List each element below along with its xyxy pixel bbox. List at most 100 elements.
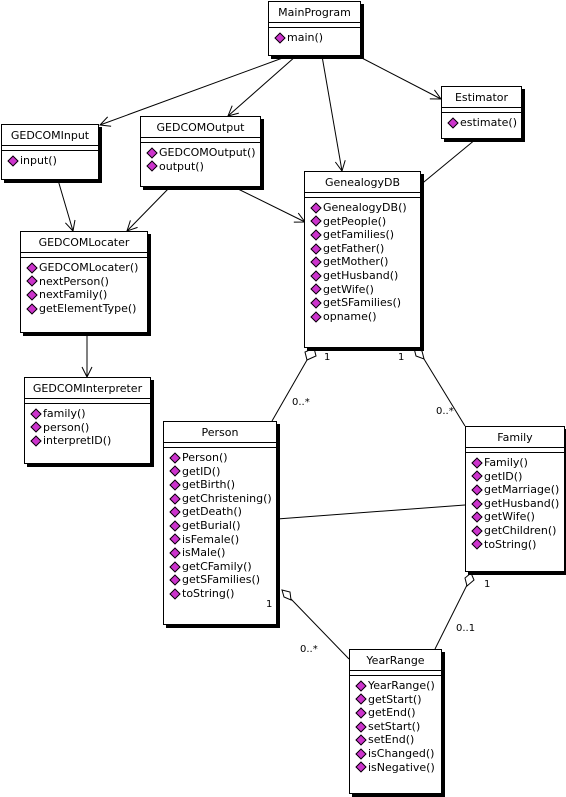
operations-compartment: Family()getID()getMarriage()getHusband()… [466,452,564,551]
edge-estimator-to-genealogydb [413,138,477,191]
operation-label: opname() [323,309,377,323]
public-operation-icon [355,693,367,706]
operations-compartment: GEDCOMLocater()nextPerson()nextFamily()g… [21,257,147,315]
operation-label: getMother() [323,255,389,269]
public-operation-icon [471,511,483,523]
operation-label: Person() [182,451,228,464]
class-gedcomlocater[interactable]: GEDCOMLocater GEDCOMLocater()nextPerson(… [20,231,148,333]
operation-item: person() [30,420,148,435]
operation-item: Family() [471,456,562,470]
edge-main-to-estimator [357,55,441,99]
multiplicity-family-yearrange-one: 1 [484,579,491,590]
multiplicity-db-person-many: 0..* [292,397,310,408]
operation-label: getEnd() [368,706,416,720]
public-operation-icon [471,470,483,483]
class-name: Estimator [454,91,509,104]
operations-compartment: input() [2,150,98,168]
attributes-compartment [164,442,276,447]
aggregation-diamond-person-yearrange [281,589,292,601]
operation-item: interpretID() [30,434,148,448]
operation-label: getChildren() [484,523,557,537]
multiplicity-db-person-one: 1 [324,352,331,363]
public-operation-icon [169,492,181,505]
class-gedcomoutput[interactable]: GEDCOMOutput GEDCOMOutput()output() [140,116,261,187]
operation-item: family() [30,407,148,421]
public-operation-icon [169,547,181,559]
operation-item: input() [7,154,96,168]
operation-label: getStart() [368,692,422,706]
operation-label: toString() [182,586,235,600]
public-operation-icon [310,242,322,255]
aggregation-diamond-db-family [413,347,425,360]
operation-label: interpretID() [43,434,112,448]
operation-label: getWife() [323,282,374,296]
edge-family-yearrange-aggregation [434,584,468,650]
operation-item: isChanged() [355,746,439,761]
operation-label: getPeople() [323,214,387,228]
operations-compartment: family()person()interpretID() [25,403,150,448]
class-gedcominput[interactable]: GEDCOMInput input() [1,124,99,180]
operation-label: getID() [484,469,523,483]
public-operation-icon [355,761,367,774]
operations-compartment: main() [269,27,360,45]
operation-label: person() [43,420,90,434]
public-operation-icon [310,270,322,282]
operation-item: getEnd() [355,706,439,720]
class-family[interactable]: Family Family()getID()getMarriage()getHu… [465,426,565,572]
public-operation-icon [169,533,181,546]
operations-compartment: Person()getID()getBirth()getChristening(… [164,447,276,601]
class-name: GEDCOMInterpreter [32,382,143,395]
class-person[interactable]: Person Person()getID()getBirth()getChris… [163,421,277,625]
attributes-compartment [442,107,521,112]
operation-item: getDeath() [169,505,274,519]
edge-person-family-association [276,504,466,520]
public-operation-icon [26,289,38,301]
class-mainprogram[interactable]: MainProgram main() [268,1,361,56]
class-estimator[interactable]: Estimator estimate() [441,86,522,139]
public-operation-icon [30,421,42,434]
operation-item: getBirth() [169,478,274,492]
operation-label: getChristening() [182,491,272,505]
operation-label: GenealogyDB() [323,201,407,214]
operation-label: getMarriage() [484,483,560,497]
operation-label: Family() [484,456,528,469]
class-yearrange[interactable]: YearRange YearRange()getStart()getEnd()s… [349,649,442,794]
operation-label: getID() [182,464,221,478]
public-operation-icon [310,215,322,228]
operation-item: getID() [169,464,274,479]
class-gedcominterpreter[interactable]: GEDCOMInterpreter family()person()interp… [24,377,151,464]
operation-label: getElementType() [39,301,137,315]
public-operation-icon [310,256,322,268]
edge-main-to-input [100,55,289,125]
class-genealogydb[interactable]: GenealogyDB GenealogyDB()getPeople()getF… [304,171,421,348]
operation-label: setEnd() [368,733,415,747]
class-name: Family [497,431,533,444]
operation-item: getChristening() [169,491,274,506]
public-operation-icon [355,720,367,733]
public-operation-icon [310,202,322,214]
edge-genealogydb-family-aggregation [423,358,466,427]
public-operation-icon [310,297,322,309]
public-operation-icon [30,435,42,447]
public-operation-icon [310,310,322,323]
operation-label: getHusband() [323,268,399,282]
operation-label: main() [287,31,324,44]
multiplicity-db-family-many: 0..* [436,406,454,417]
operation-item: setEnd() [355,733,439,747]
operation-label: isChanged() [368,746,435,760]
operation-item: getSFamilies() [169,573,274,587]
public-operation-icon [355,707,367,719]
operations-compartment: GEDCOMOutput()output() [141,142,260,173]
edge-input-to-locater [57,179,73,231]
public-operation-icon [30,408,42,420]
operation-item: getWife() [471,510,562,524]
class-name: GEDCOMInput [10,129,90,142]
multiplicity-db-family-one: 1 [398,352,405,363]
public-operation-icon [310,283,322,296]
public-operation-icon [7,155,19,167]
operation-item: getChildren() [471,523,562,538]
public-operation-icon [471,525,483,537]
operation-item: getID() [471,469,562,484]
operation-label: getFamilies() [323,228,395,242]
public-operation-icon [471,497,483,510]
